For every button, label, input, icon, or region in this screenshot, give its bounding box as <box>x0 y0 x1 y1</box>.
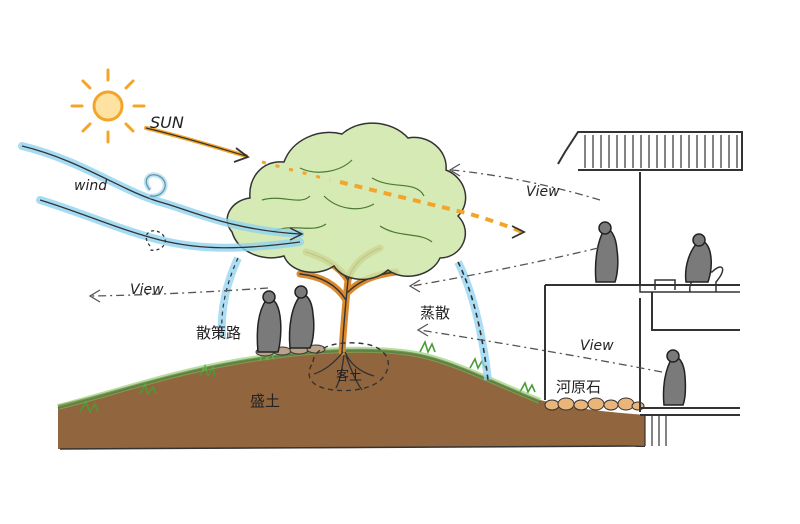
sun-ray-arrow <box>144 126 527 239</box>
building-section <box>544 131 743 446</box>
person-ground-floor <box>662 356 687 406</box>
view-left-label: View <box>130 282 164 298</box>
person-balcony-2 <box>684 240 712 283</box>
topsoil-label: 客土 <box>336 368 362 384</box>
person-walker-1 <box>256 298 282 353</box>
river-stones <box>544 397 645 411</box>
view-right-top-label: View <box>526 184 560 200</box>
sun-label: SUN <box>150 113 184 132</box>
person-balcony-1 <box>594 228 619 283</box>
wind-flow <box>18 142 304 252</box>
evaporation-label: 蒸散 <box>420 304 450 322</box>
wind-label: wind <box>74 178 107 194</box>
fill-soil-label: 盛土 <box>250 392 280 410</box>
person-walker-2 <box>288 294 315 349</box>
view-arrows <box>88 163 663 373</box>
river-stones-label: 河原石 <box>556 378 601 396</box>
path-label: 散策路 <box>196 324 241 342</box>
people <box>256 221 712 406</box>
sun-icon <box>70 68 146 144</box>
view-right-bottom-label: View <box>580 338 614 354</box>
cool-air-flow <box>217 256 492 381</box>
